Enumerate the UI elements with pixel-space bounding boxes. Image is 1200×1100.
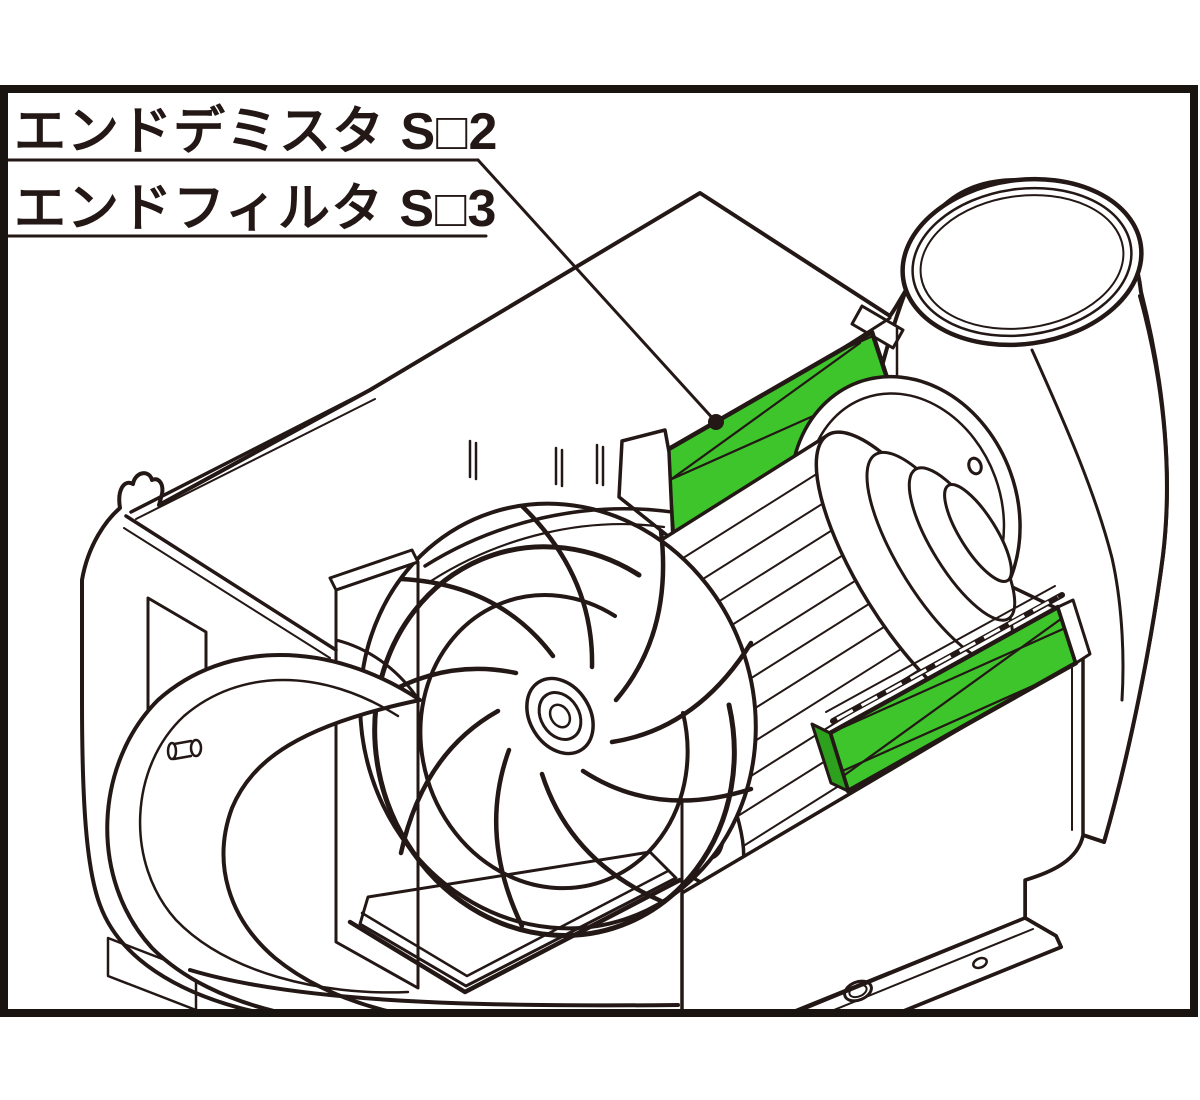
callouts: エンドデミスタ S□2 エンドフィルタ S□3 (6, 103, 724, 430)
housing-front (680, 654, 1085, 1009)
duct-opening-rim (900, 176, 1144, 348)
impeller-shroud-inner (418, 593, 690, 891)
impeller (350, 439, 758, 938)
lower-slot-upper-line (825, 585, 1056, 713)
bottom-edge (188, 968, 680, 1008)
base-mount-hole-large-bore (848, 983, 868, 999)
casing-lip-arc (423, 507, 674, 568)
lid-far-edge-thickness (135, 398, 376, 520)
base-mount-hole-small (972, 956, 988, 970)
cut-wall-hatched (334, 560, 420, 990)
upper-strip-end-cap (617, 428, 675, 542)
base-flange-fold (833, 928, 1034, 1009)
duct-opening-inner-rim (911, 186, 1133, 338)
impeller-shroud-outer (372, 544, 737, 938)
casing-foot-edge (347, 877, 683, 995)
left-housing (105, 388, 683, 1009)
callout-end-demister-label: エンドデミスタ S□2 (14, 103, 498, 161)
lid-near-edge (124, 514, 338, 652)
casing-foot-edge-inner (360, 869, 670, 978)
leader-dot (708, 414, 724, 430)
frame-border (0, 85, 1198, 1017)
inlet-horn-curl (334, 638, 418, 698)
lid-far-edge (129, 388, 372, 514)
duct-bend-line (1030, 348, 1125, 702)
inlet-horn-inner-line (138, 678, 410, 994)
motor-rear-cap (943, 483, 1013, 583)
impeller-shaft-bore (548, 703, 572, 729)
lid-near-edge-thickness (123, 527, 331, 659)
lower-slot-dashes (836, 595, 1059, 721)
panel-hanger-ticks (468, 439, 605, 488)
flange-bolt-hole (967, 456, 983, 476)
machine-drawing (80, 176, 1169, 1009)
base-mount-hole-large (843, 979, 873, 1003)
leader-line (476, 158, 718, 424)
duct-right-edge (1102, 294, 1169, 844)
cut-floor-hatched (358, 850, 678, 988)
inlet-horn (105, 653, 422, 1009)
callout-end-filter-label: エンドフィルタ S□3 (14, 180, 497, 238)
casing-lip-arc-inner (429, 523, 666, 583)
lower-strip-end-cap (1056, 598, 1092, 665)
duct-opening-bore (919, 194, 1125, 330)
drain-bolt (166, 738, 203, 761)
lower-strip-end-face (810, 722, 850, 793)
base-flange (798, 916, 1063, 1009)
